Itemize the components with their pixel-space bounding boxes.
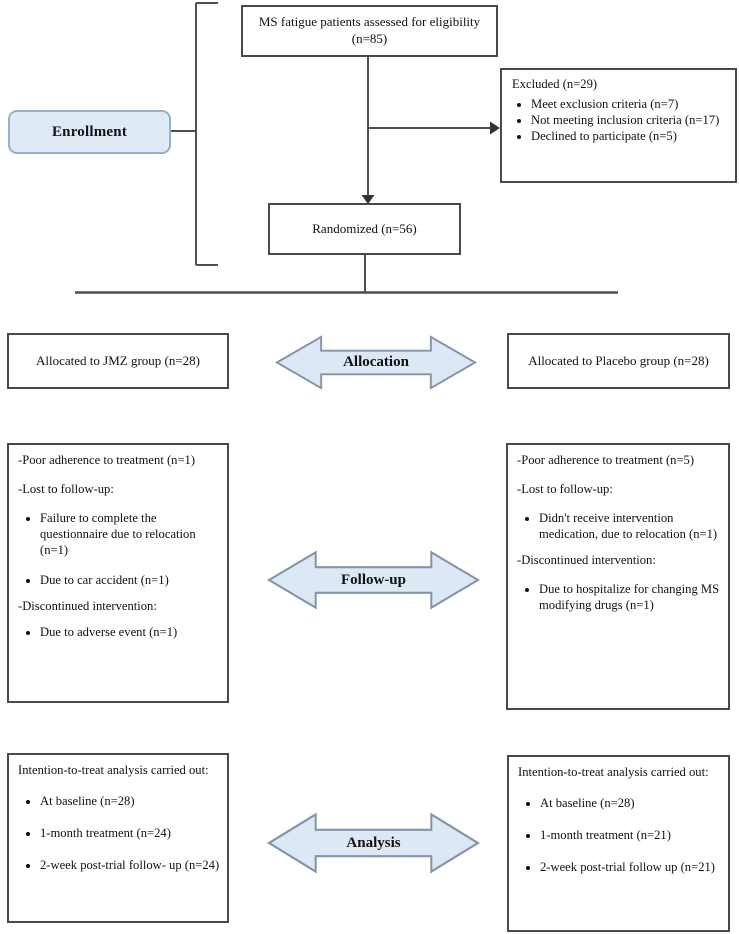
enrollment-bracket xyxy=(171,2,218,266)
allocation-banner-label: Allocation xyxy=(343,354,409,370)
analysis-left-box: Intention-to-treat analysis carried out:… xyxy=(7,753,229,923)
randomized-split-lines xyxy=(75,255,618,294)
excluded-reason: Not meeting inclusion criteria (n=17) xyxy=(531,112,731,128)
followup-right-box: -Poor adherence to treatment (n=5) -Lost… xyxy=(506,443,730,710)
analysis-item: At baseline (n=28) xyxy=(540,795,722,811)
followup-item: Failure to complete the questionnaire du… xyxy=(40,510,221,558)
followup-item: Didn't receive intervention medication, … xyxy=(539,510,722,542)
followup-item: Due to hospitalize for changing MS modif… xyxy=(539,581,722,613)
excluded-list: Meet exclusion criteria (n=7) Not meetin… xyxy=(512,96,731,144)
followup-left-lost-list: Failure to complete the questionnaire du… xyxy=(18,510,221,587)
double-arrow-icon xyxy=(275,335,477,390)
followup-right-adherence: -Poor adherence to treatment (n=5) xyxy=(517,453,695,467)
eligibility-box: MS fatigue patients assessed for eligibi… xyxy=(241,5,498,57)
followup-banner-label: Follow-up xyxy=(340,571,406,588)
double-arrow-icon xyxy=(267,550,480,610)
followup-left-discontinued-list: Due to adverse event (n=1) xyxy=(18,624,221,640)
allocation-left-box: Allocated to JMZ group (n=28) xyxy=(7,333,229,389)
analysis-left-title: Intention-to-treat analysis carried out: xyxy=(18,763,209,777)
enrollment-label: Enrollment xyxy=(51,123,128,140)
allocation-right-text: Allocated to Placebo group (n=28) xyxy=(528,352,709,368)
followup-right-discontinued-list: Due to hospitalize for changing MS modif… xyxy=(517,581,722,613)
analysis-arrow-banner: Analysis xyxy=(267,810,480,876)
analysis-right-list: At baseline (n=28) 1-month treatment (n=… xyxy=(518,795,722,875)
followup-right-lost-title: -Lost to follow-up: xyxy=(517,482,613,497)
analysis-item: 2-week post-trial follow- up (n=24) xyxy=(40,857,221,873)
double-arrow-icon xyxy=(267,812,480,874)
followup-item: Due to car accident (n=1) xyxy=(40,572,221,588)
followup-left-box: -Poor adherence to treatment (n=1) -Lost… xyxy=(7,443,229,703)
allocation-arrow-banner: Allocation xyxy=(275,333,477,392)
analysis-item: 2-week post-trial follow up (n=21) xyxy=(540,859,722,875)
analysis-right-box: Intention-to-treat analysis carried out:… xyxy=(507,755,730,932)
excluded-reason: Declined to participate (n=5) xyxy=(531,128,731,144)
analysis-right-title: Intention-to-treat analysis carried out: xyxy=(518,765,709,779)
analysis-left-list: At baseline (n=28) 1-month treatment (n=… xyxy=(18,793,221,873)
allocation-right-box: Allocated to Placebo group (n=28) xyxy=(507,333,730,389)
allocation-left-text: Allocated to JMZ group (n=28) xyxy=(35,352,201,368)
followup-arrow-banner: Follow-up xyxy=(267,548,480,612)
analysis-item: At baseline (n=28) xyxy=(40,793,221,809)
excluded-title: Excluded (n=29) xyxy=(512,77,598,91)
followup-item: Due to adverse event (n=1) xyxy=(40,624,221,640)
excluded-box: Excluded (n=29) Meet exclusion criteria … xyxy=(500,68,737,183)
followup-right-discontinued-title: -Discontinued intervention: xyxy=(517,553,656,568)
excluded-reason: Meet exclusion criteria (n=7) xyxy=(531,96,731,112)
arrow-to-excluded xyxy=(368,121,500,135)
followup-left-lost-title: -Lost to follow-up: xyxy=(18,482,114,497)
analysis-item: 1-month treatment (n=21) xyxy=(540,827,722,843)
followup-left-adherence: -Poor adherence to treatment (n=1) xyxy=(18,453,196,467)
arrow-eligibility-to-randomized xyxy=(361,57,375,204)
analysis-banner-label: Analysis xyxy=(346,834,401,851)
randomized-box: Randomized (n=56) xyxy=(268,203,461,255)
eligibility-text: MS fatigue patients assessed for eligibi… xyxy=(258,14,481,46)
followup-left-discontinued-title: -Discontinued intervention: xyxy=(18,598,157,613)
enrollment-stage-box: Enrollment xyxy=(8,110,171,154)
followup-right-lost-list: Didn't receive intervention medication, … xyxy=(517,510,722,542)
randomized-text: Randomized (n=56) xyxy=(312,220,417,236)
analysis-item: 1-month treatment (n=24) xyxy=(40,825,221,841)
